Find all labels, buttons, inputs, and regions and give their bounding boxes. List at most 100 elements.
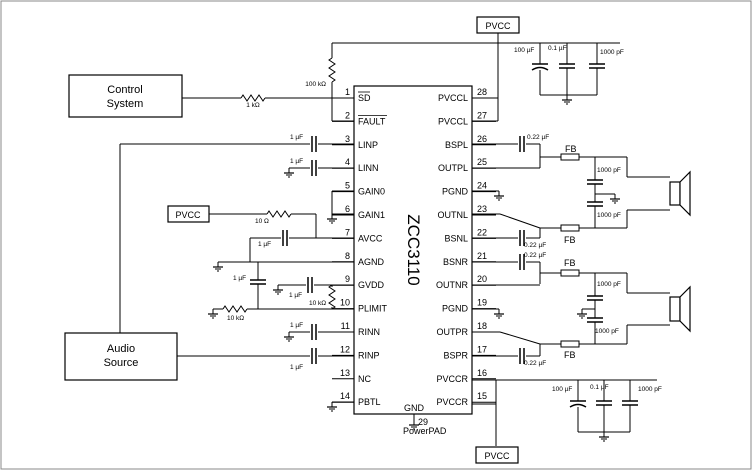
pin-number: 5 xyxy=(345,181,350,191)
res-1k-label: 1 kΩ xyxy=(246,102,260,109)
powerpad-number: 29 xyxy=(418,417,428,427)
audio-source-block: Audio Source xyxy=(64,332,178,381)
top-cap-3-label: 1000 pF xyxy=(600,49,624,56)
pin-label: FAULT xyxy=(358,116,386,126)
powerpad: 29 PowerPAD xyxy=(403,414,447,436)
cap-rinn-label: 1 µF xyxy=(290,322,303,329)
pvcc-top-rail: PVCC 100 µF 0.1 µF 1000 pF xyxy=(332,16,624,122)
cap-1000p-r1-label: 1000 pF xyxy=(597,281,621,288)
cap-agnd-label: 1 µF xyxy=(233,275,246,282)
chip-zcc3110: ZCC3110 GND xyxy=(353,85,473,415)
pin-number: 28 xyxy=(477,87,487,97)
pin-number: 27 xyxy=(477,110,487,120)
cap-rinp-label: 1 µF xyxy=(290,364,303,371)
pin-number: 7 xyxy=(345,227,350,237)
fb-1-label: FB xyxy=(565,144,577,154)
pin-label: PVCCL xyxy=(438,93,468,103)
pin-label: PVCCR xyxy=(436,374,468,384)
pin-number: 6 xyxy=(345,204,350,214)
input-wiring: 1 µF 1 µF 1 µF 1 µF xyxy=(119,134,354,371)
pin-label: PVCCR xyxy=(436,397,468,407)
pin-label: PGND xyxy=(442,187,469,197)
gain-config-wiring: PVCC 10 Ω 1 µF 1 µF 1 µF 10 kΩ 10 kΩ xyxy=(167,190,354,412)
pin-label: PBTL xyxy=(358,397,381,407)
bottom-cap-1-label: 100 µF xyxy=(552,386,572,393)
cap-linp-label: 1 µF xyxy=(290,134,303,141)
pin-number: 4 xyxy=(345,157,350,167)
right-channel-output: 0.22 µF FB FB 0.22 µF 1000 pF 1000 pF xyxy=(472,252,670,367)
fb-3-label: FB xyxy=(564,258,576,268)
pin-label: PLIMIT xyxy=(358,304,388,314)
pin-number: 19 xyxy=(477,298,487,308)
pin-label: OUTNR xyxy=(436,280,468,290)
pin-number: 21 xyxy=(477,251,487,261)
pin-label: LINP xyxy=(358,140,378,150)
pin-label: GAIN0 xyxy=(358,187,385,197)
pvcc-left-label: PVCC xyxy=(175,210,201,220)
speaker-right-icon xyxy=(669,285,691,333)
pin-label: BSNR xyxy=(443,257,469,267)
pin-label: OUTPL xyxy=(438,163,468,173)
pin-number: 16 xyxy=(477,368,487,378)
pin-label: PVCCL xyxy=(438,116,468,126)
pin-number: 20 xyxy=(477,274,487,284)
chip-name: ZCC3110 xyxy=(404,214,423,286)
pin-number: 18 xyxy=(477,321,487,331)
pin-label: BSPR xyxy=(443,350,468,360)
pin-number: 26 xyxy=(477,134,487,144)
pin-number: 10 xyxy=(340,298,350,308)
cap-1000p-l2-label: 1000 pF xyxy=(597,212,621,219)
pin-label: PGND xyxy=(442,304,469,314)
pin-number: 8 xyxy=(345,251,350,261)
pvcc-top-label: PVCC xyxy=(485,21,511,31)
top-cap-2-label: 0.1 µF xyxy=(548,45,567,52)
chip-gnd-label: GND xyxy=(404,403,425,413)
pin-number: 3 xyxy=(345,134,350,144)
cap-1000p-l1-label: 1000 pF xyxy=(597,167,621,174)
res-100k-label: 100 kΩ xyxy=(305,81,326,88)
pvcc-bottom-label: PVCC xyxy=(484,451,510,461)
cap-bsnr-label: 0.22 µF xyxy=(524,252,546,259)
audio-source-line1: Audio xyxy=(107,343,135,355)
pin-label: OUTPR xyxy=(437,327,469,337)
res-10k-gvdd-label: 10 kΩ xyxy=(309,300,326,307)
audio-source-line2: Source xyxy=(104,357,139,369)
top-cap-1-label: 100 µF xyxy=(514,47,534,54)
cap-linn-label: 1 µF xyxy=(290,158,303,165)
pin-label: BSPL xyxy=(445,140,468,150)
pin-number: 11 xyxy=(341,321,350,331)
pin-label: AGND xyxy=(358,257,385,267)
pin-label: LINN xyxy=(358,163,379,173)
pin-label: AVCC xyxy=(358,233,383,243)
cap-1000p-r2-label: 1000 pF xyxy=(595,328,619,335)
cap-bsnl-label: 0.22 µF xyxy=(524,242,546,249)
pin-number: 15 xyxy=(477,391,487,401)
pin-number: 14 xyxy=(340,391,350,401)
pin-number: 12 xyxy=(340,344,350,354)
cap-bspr-label: 0.22 µF xyxy=(524,360,546,367)
pin-number: 22 xyxy=(477,227,487,237)
pin-number: 23 xyxy=(477,204,487,214)
pin-label: BSNL xyxy=(444,233,468,243)
control-system-line2: System xyxy=(107,98,144,110)
pin-label: RINP xyxy=(358,350,380,360)
pin-number: 13 xyxy=(340,368,350,378)
control-wiring: 1 kΩ 100 kΩ xyxy=(182,43,354,122)
pin-label: SD xyxy=(358,93,371,103)
fb-4-label: FB xyxy=(564,350,576,360)
powerpad-label: PowerPAD xyxy=(403,426,447,436)
left-channel-output: 0.22 µF FB FB 0.22 µF 1000 pF 1000 pF xyxy=(472,134,670,249)
cap-avcc-label: 1 µF xyxy=(258,241,271,248)
pvcc-bottom-rail: PVCC 100 µF 0.1 µF 1000 pF xyxy=(472,379,662,464)
pin-number: 25 xyxy=(477,157,487,167)
